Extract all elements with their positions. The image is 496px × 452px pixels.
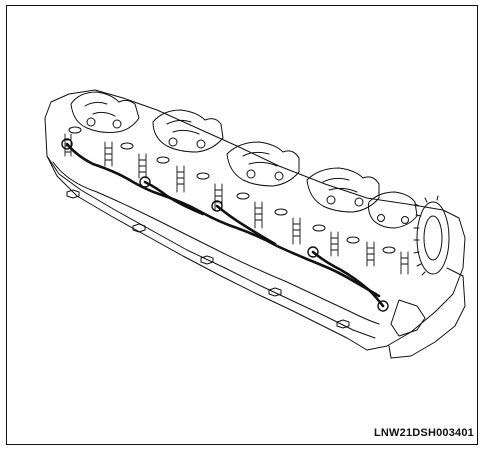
- cylinder-head-base: [44, 89, 466, 351]
- cylinder-head-lower-edge: [46, 155, 376, 339]
- cylinder-head-line-drawing: [44, 89, 466, 359]
- injector-cap-row: [68, 126, 396, 254]
- right-housing: [388, 267, 466, 359]
- pipe-fitting-row: [61, 138, 389, 312]
- fuel-injection-pipes: [65, 142, 385, 308]
- figure-code-label: LNW21DSH003401: [373, 427, 474, 439]
- rocker-arm-group-2: [152, 109, 224, 153]
- head-bolt-row: [66, 189, 350, 329]
- valve-spring-row: [64, 133, 409, 275]
- figure-frame: [6, 5, 478, 445]
- rocker-arm-group-1: [70, 91, 140, 133]
- camshaft-gear: [413, 195, 450, 276]
- rocker-arm-group-5: [368, 191, 418, 229]
- right-bracket: [390, 299, 426, 337]
- rocker-arm-group-4: [306, 167, 380, 213]
- rocker-arm-group-3: [226, 141, 300, 187]
- cylinder-head-flange: [52, 161, 380, 325]
